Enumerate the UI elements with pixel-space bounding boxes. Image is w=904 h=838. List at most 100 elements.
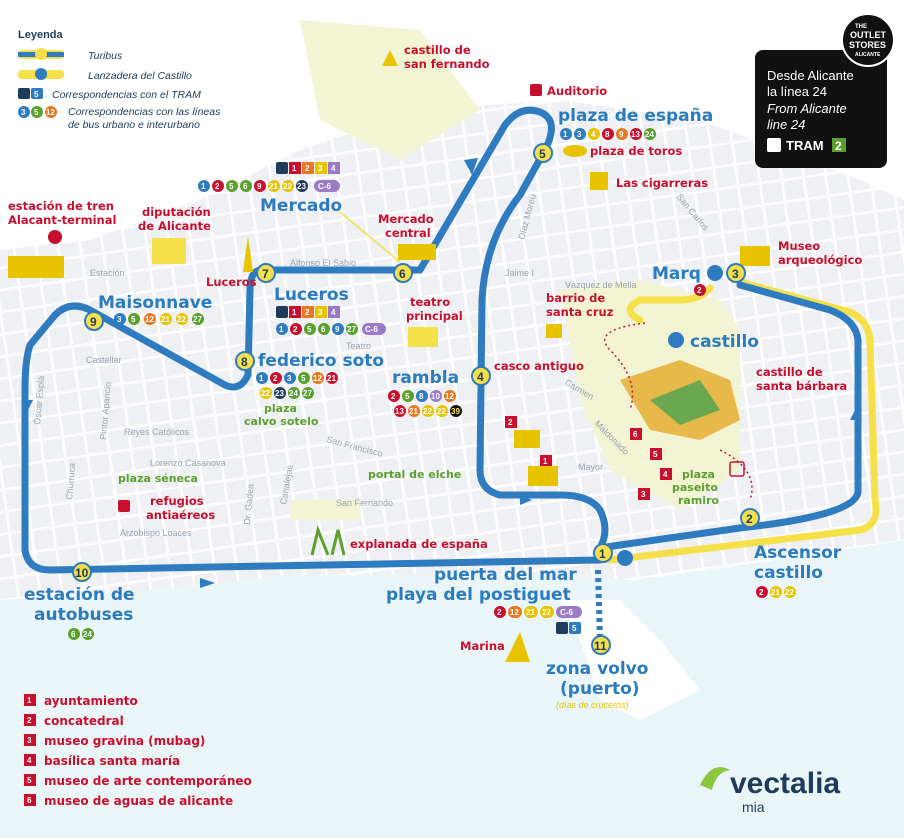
tram-icon [767,138,781,152]
svg-text:22: 22 [177,315,186,324]
svg-text:24: 24 [289,389,298,398]
bullring-icon [563,145,587,157]
svg-text:2: 2 [759,588,764,597]
svg-text:13: 13 [631,130,640,139]
svg-text:3: 3 [117,315,122,324]
street-label: Reyes Católicos [124,427,190,437]
palm-icon [310,525,346,556]
svg-text:12: 12 [145,315,154,324]
svg-text:barrio de: barrio de [546,291,605,305]
street-label: Dr. Gadea [242,483,256,525]
svg-text:9: 9 [335,325,340,334]
connections-mercado: 1 2 3 4 1 2 5 6 9 21 22 23 C-6 [198,162,340,192]
svg-text:12: 12 [313,374,322,383]
svg-text:ALICANTE: ALICANTE [855,52,881,58]
music-icon [530,84,542,96]
svg-text:21: 21 [526,608,535,617]
street-label: Óscar Esplá [32,375,46,425]
stop-puerta-del-mar[interactable]: 1 puerta del mar playa del postiguet [386,543,633,605]
svg-text:C-6: C-6 [560,608,573,617]
svg-text:museo gravina (mubag): museo gravina (mubag) [44,734,205,748]
svg-text:5: 5 [307,325,312,334]
svg-text:de Alicante: de Alicante [138,219,211,233]
cathedral-icon [514,430,540,448]
svg-text:STORES: STORES [849,40,886,50]
svg-text:1: 1 [292,308,297,317]
stop-estacion-de-autobuses[interactable]: 10 estación de autobuses 6 24 [24,562,135,640]
legend: Leyenda Turibus Lanzadera del Castillo 5… [18,29,221,131]
svg-text:3: 3 [577,130,582,139]
svg-text:calvo sotelo: calvo sotelo [244,415,319,428]
svg-text:5: 5 [131,315,136,324]
svg-text:Luceros: Luceros [274,285,349,305]
svg-text:4: 4 [331,164,336,173]
svg-text:ramiro: ramiro [678,494,720,507]
svg-text:estación de: estación de [24,585,135,605]
svg-text:4: 4 [663,470,668,479]
connections-rambla: 2 5 8 10 12 13 21 22 22 39 [388,390,462,417]
stop-plaza-de-espana[interactable]: 5 plaza de españa [533,106,713,163]
svg-text:27: 27 [193,315,202,324]
stop-mercado[interactable]: 6 Mercado [260,196,413,283]
stop-luceros[interactable]: 7 Luceros [256,263,349,305]
theatre-icon [408,327,438,347]
svg-text:concatedral: concatedral [44,714,124,728]
walking-path [604,322,646,411]
direction-arrow-icon [464,158,478,175]
sailboat-icon [505,632,530,662]
svg-text:2: 2 [508,418,513,427]
museum-list: 1 ayuntamiento 2 concatedral 3 museo gra… [24,694,252,808]
svg-text:paseito: paseito [672,481,718,494]
building-icon [152,238,186,264]
museum-icon [740,246,770,266]
svg-text:23: 23 [297,182,306,191]
direction-arrow-icon [200,578,215,588]
svg-text:teatro: teatro [410,295,450,309]
street-label: Jaime I [505,268,534,278]
svg-text:5: 5 [34,90,39,99]
stop-rambla[interactable]: 4 rambla [392,366,491,388]
svg-text:Auditorio: Auditorio [547,84,607,98]
fountain-icon [243,236,253,272]
street-label: San Fernando [336,498,393,508]
svg-text:castillo: castillo [690,332,759,352]
svg-text:22: 22 [785,588,794,597]
street-label: Alfonso El Sabio [290,258,356,268]
tram-icon [276,306,288,318]
stop-marq[interactable]: 3 Marq 2 [652,263,746,296]
outlet-logo [841,13,895,67]
connections-plaza-de-espana: 1 3 4 8 9 13 24 [560,128,656,140]
stop-federico-soto[interactable]: 8 federico soto [235,351,384,371]
svg-text:4: 4 [591,130,596,139]
svg-text:Leyenda: Leyenda [18,29,64,41]
svg-text:plaza séneca: plaza séneca [118,472,198,485]
svg-text:5: 5 [653,450,658,459]
svg-text:6: 6 [633,430,638,439]
stop-ascensor[interactable]: 2 Ascensor castillo [740,508,842,583]
svg-text:10: 10 [75,566,89,580]
vectalia-logo: vectalia mia [700,767,840,815]
turibus-route [21,106,862,574]
svg-text:castillo de: castillo de [756,365,823,379]
direction-arrow-icon [520,495,532,505]
svg-text:plaza de toros: plaza de toros [590,144,682,158]
svg-text:1: 1 [279,325,284,334]
svg-text:2: 2 [835,139,842,153]
tram-icon [556,622,568,634]
svg-text:1: 1 [563,130,568,139]
building-icon [546,324,562,338]
stop-zona-volvo[interactable]: 11 zona volvo (puerto) (días de cruceros… [546,635,648,710]
connections-maisonnave: 3 5 12 21 22 27 [114,313,204,325]
svg-text:22: 22 [437,407,446,416]
svg-text:2: 2 [305,164,310,173]
svg-text:3: 3 [318,308,323,317]
svg-text:plaza: plaza [264,402,297,415]
svg-text:portal de elche: portal de elche [368,468,461,481]
stop-maisonnave[interactable]: 9 Maisonnave [84,293,212,331]
svg-text:central: central [385,226,431,240]
svg-text:vectalia: vectalia [730,767,840,800]
stop-castillo-shuttle[interactable]: castillo [668,332,759,352]
promo-box: THE OUTLET STORES ALICANTE Desde Alicant… [755,13,895,168]
svg-text:arqueológico: arqueológico [778,253,862,267]
svg-text:From Alicante: From Alicante [767,101,847,116]
